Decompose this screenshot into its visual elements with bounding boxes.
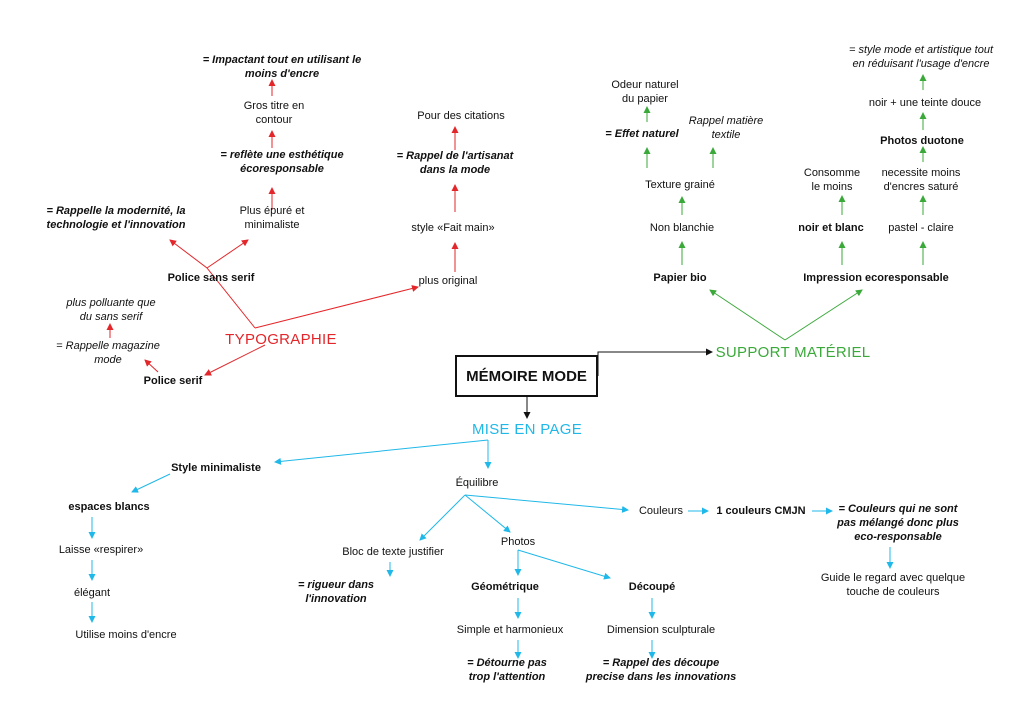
pastel-node: pastel - claire bbox=[888, 222, 954, 234]
typography-category: TYPOGRAPHIE bbox=[225, 331, 337, 348]
dimension-node: Dimension sculpturale bbox=[606, 624, 716, 636]
layout-category: MISE EN PAGE bbox=[471, 421, 583, 438]
geometrique-node: Géométrique bbox=[471, 581, 539, 593]
papier-bio-node: Papier bio bbox=[653, 272, 707, 284]
citations-node: Pour des citations bbox=[417, 110, 505, 122]
style-minimaliste-node: Style minimaliste bbox=[171, 462, 261, 474]
fait-main-node: style «Fait main» bbox=[411, 222, 495, 234]
duotone-node: Photos duotone bbox=[880, 135, 964, 147]
effet-naturel-note: = Effet naturel bbox=[605, 128, 679, 140]
sans-serif-node: Police sans serif bbox=[167, 272, 255, 284]
moins-encre-node: Utilise moins d'encre bbox=[75, 629, 177, 641]
simple-node: Simple et harmonieux bbox=[456, 624, 564, 636]
cmjn-node: 1 couleurs CMJN bbox=[716, 505, 806, 517]
main-topic-box: MÉMOIRE MODE bbox=[455, 355, 598, 397]
espaces-blancs-node: espaces blancs bbox=[68, 501, 150, 513]
couleurs-node: Couleurs bbox=[638, 505, 684, 517]
serif-node: Police serif bbox=[143, 375, 203, 387]
elegant-node: élégant bbox=[73, 587, 111, 599]
impression-node: Impression ecoresponsable bbox=[803, 272, 949, 284]
support-category: SUPPORT MATÉRIEL bbox=[715, 344, 871, 361]
noir-blanc-node: noir et blanc bbox=[798, 222, 864, 234]
bloc-texte-node: Bloc de texte justifier bbox=[342, 546, 444, 558]
plus-original-node: plus original bbox=[418, 275, 478, 287]
teinte-node: noir + une teinte douce bbox=[868, 97, 982, 109]
non-blanchie-node: Non blanchie bbox=[649, 222, 715, 234]
respirer-node: Laisse «respirer» bbox=[58, 544, 144, 556]
texture-node: Texture grainé bbox=[645, 179, 715, 191]
equilibre-node: Équilibre bbox=[455, 477, 499, 489]
photos-node: Photos bbox=[500, 536, 536, 548]
decoupe-node: Découpé bbox=[628, 581, 676, 593]
